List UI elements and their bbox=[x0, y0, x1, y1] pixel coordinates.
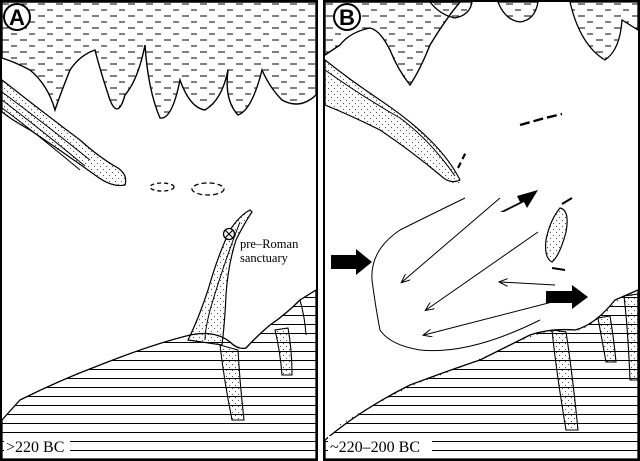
channel bbox=[623, 293, 638, 381]
panel-b: B ~220–200 BC bbox=[323, 0, 640, 461]
thin-arrow-icon bbox=[426, 231, 539, 310]
thin-arrow-icon bbox=[424, 299, 561, 335]
sand-spit bbox=[2, 79, 127, 187]
solid-arrow-icon bbox=[331, 249, 372, 275]
solid-arrow-icon bbox=[546, 285, 588, 309]
panel-b-badge bbox=[333, 3, 361, 31]
channel bbox=[597, 315, 617, 363]
island bbox=[545, 207, 568, 263]
channel bbox=[219, 344, 245, 421]
panel-a: A pre–Roman sanctuary >220 BC bbox=[0, 0, 318, 461]
panel-a-label: A bbox=[9, 5, 25, 30]
sanctuary-label-line2: sanctuary bbox=[240, 251, 289, 265]
islet bbox=[149, 182, 175, 192]
panel-b-label: B bbox=[339, 5, 355, 30]
circle-cross-icon bbox=[222, 227, 236, 241]
thin-arrow-icon bbox=[500, 282, 556, 285]
panel-a-caption-bg bbox=[4, 436, 70, 456]
panel-b-caption-bg bbox=[328, 436, 432, 456]
panel-a-period: >220 BC bbox=[6, 439, 64, 456]
channel bbox=[274, 327, 293, 376]
channel bbox=[551, 329, 579, 431]
solid-arrow-icon bbox=[500, 190, 538, 212]
panel-b-period: ~220–200 BC bbox=[330, 439, 420, 456]
islet bbox=[191, 182, 225, 196]
lagoon-water bbox=[2, 2, 316, 119]
panel-a-badge bbox=[3, 3, 31, 31]
thin-arrow-icon bbox=[402, 197, 501, 282]
sanctuary-label-line1: pre–Roman bbox=[240, 237, 299, 251]
